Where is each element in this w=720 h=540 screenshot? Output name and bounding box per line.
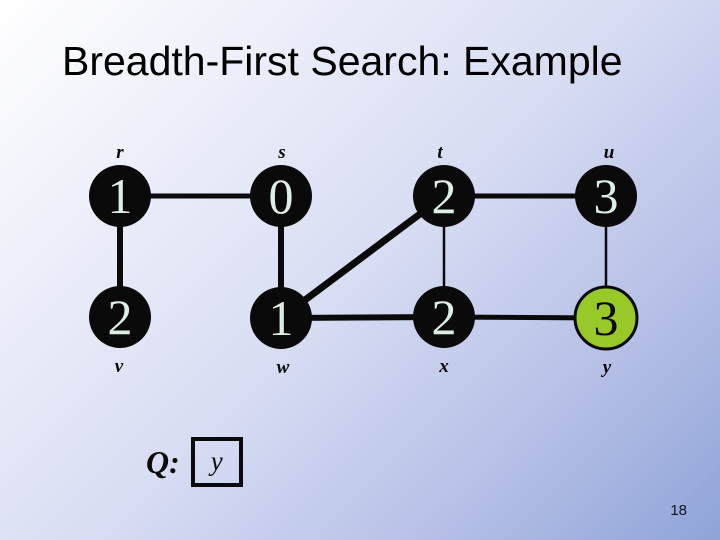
node-v: 2 v — [89, 286, 151, 377]
node-u-label: u — [604, 142, 615, 163]
node-y-circle — [573, 285, 639, 351]
node-v-value: 2 — [108, 289, 133, 345]
node-t-label: t — [437, 142, 443, 163]
node-y-label: y — [601, 357, 612, 378]
node-w-label: w — [277, 357, 290, 378]
queue-item: y — [210, 446, 223, 476]
node-r-circle — [89, 165, 151, 227]
node-w: 1 w — [250, 287, 312, 378]
node-s-circle — [250, 165, 312, 227]
node-y: 3 y — [573, 285, 639, 378]
edge-w-t — [278, 193, 447, 321]
slide-title: Breadth-First Search: Example — [62, 38, 623, 84]
node-s-label: s — [277, 142, 285, 163]
node-v-label: v — [115, 356, 124, 377]
node-x-label: x — [438, 356, 449, 377]
node-r: 1 r — [89, 142, 151, 227]
queue-label: Q: — [146, 443, 180, 480]
node-x: 2 x — [413, 286, 475, 377]
node-r-label: r — [116, 142, 124, 163]
node-t-value: 2 — [432, 168, 457, 224]
node-x-circle — [413, 286, 475, 348]
node-u-circle — [575, 165, 637, 227]
queue-item-box: y — [190, 436, 243, 487]
page-number: 18 — [670, 502, 687, 519]
node-s-value: 0 — [269, 168, 294, 224]
node-w-value: 1 — [269, 290, 294, 346]
node-v-circle — [89, 286, 151, 348]
node-u-value: 3 — [594, 168, 619, 224]
node-w-circle — [250, 287, 312, 349]
node-s: 0 s — [250, 142, 312, 227]
node-t-circle — [413, 165, 475, 227]
node-y-value: 3 — [594, 290, 619, 346]
node-t: 2 t — [413, 142, 475, 227]
node-x-value: 2 — [432, 289, 457, 345]
node-r-value: 1 — [108, 168, 133, 224]
queue: Q: y — [146, 435, 243, 488]
node-u: 3 u — [575, 142, 637, 227]
